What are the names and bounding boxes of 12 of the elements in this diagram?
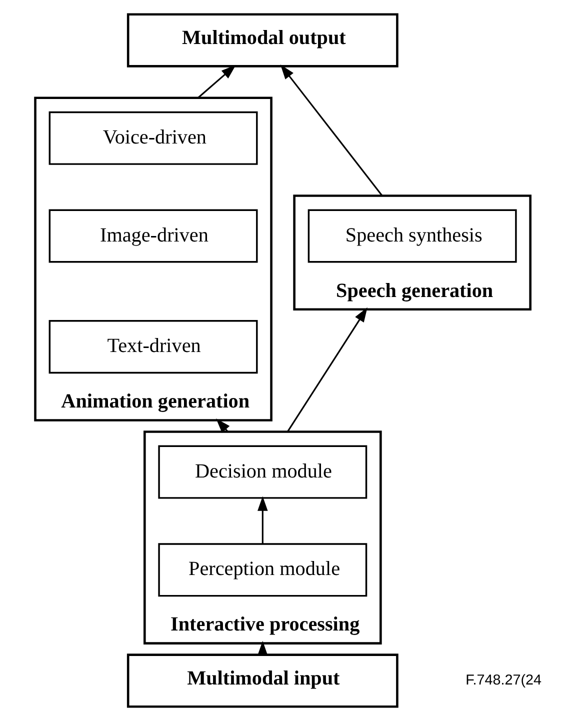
label: F.748.27(24: [466, 672, 542, 688]
node-box: Perception module: [158, 543, 368, 597]
node-box: Image-driven: [48, 209, 258, 263]
node-box: Text-driven: [48, 320, 258, 374]
node-box: Voice-driven: [48, 111, 258, 165]
arrow: [198, 64, 236, 98]
arrow: [258, 496, 268, 544]
node-box: Multimodal output: [126, 13, 398, 68]
node-box: Decision module: [158, 445, 368, 499]
arrow: [286, 307, 368, 432]
arrow: [280, 64, 383, 196]
node-box: Speech synthesis: [308, 209, 517, 263]
